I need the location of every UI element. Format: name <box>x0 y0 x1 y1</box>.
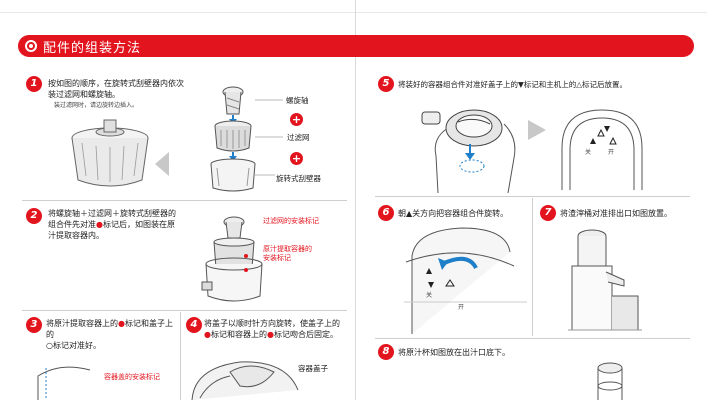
step-3-text: 将原汁提取容器上的●标记和盖子上的 ○标记对准好。 <box>46 318 178 351</box>
step-8-number: 8 <box>378 344 394 360</box>
top-rule <box>0 12 707 13</box>
step-3-text-b: 标记和盖子上的 <box>46 319 173 339</box>
step-4-text-a: 将盖子以顺时针方向旋转，使盖子上的 <box>204 319 340 328</box>
section-header-bar <box>18 35 694 57</box>
step-5-text: 将装好的容器组合件对准好盖子上的▼标记和主机上的△标记后放置。 <box>398 80 628 89</box>
arrow-left-icon <box>155 152 169 176</box>
arrow-right-icon <box>528 120 546 140</box>
step-1-number: 1 <box>26 76 42 92</box>
label-lid: 容器盖子 <box>298 364 328 373</box>
step-7-text: 将渣滓桶对准排出口如图放置。 <box>560 209 672 218</box>
container-assembly-illustration <box>201 216 263 302</box>
alignment-mark-detail <box>561 109 643 190</box>
label-open: 开 <box>608 149 615 156</box>
page-fold-divider <box>355 0 356 400</box>
juice-cup-illustration <box>597 362 623 400</box>
label-container-mark-line1: 原汁提取容器的 <box>263 245 312 253</box>
step-2-text-b: 标记后，如图装在原汁提取容器内。 <box>48 220 175 240</box>
step-1-note: 装过滤网时，请边旋转边插入。 <box>54 102 139 109</box>
plus-icon: + <box>290 152 303 165</box>
step-3-text-c: 标记对准好。 <box>52 341 101 350</box>
step-6-text: 朝▲关方向把容器组合件旋转。 <box>398 209 509 218</box>
divider <box>532 198 533 336</box>
step-2-number: 2 <box>26 208 42 224</box>
assembled-filter-illustration <box>71 119 149 187</box>
divider <box>22 200 347 201</box>
target-icon <box>25 40 37 52</box>
lid-alignment-illustration <box>37 366 91 400</box>
step-1-text: 按如图的顺序，在旋转式刮壁器内依次装过滤网和螺旋轴。 <box>48 79 184 99</box>
label-container-mark-line2: 安装标记 <box>263 254 291 262</box>
section-title: 配件的组装方法 <box>43 41 142 56</box>
open-circle-mark-icon: ○ <box>46 341 53 350</box>
divider <box>375 338 690 339</box>
red-dot-mark-icon: ● <box>96 220 103 229</box>
plus-icon: + <box>290 113 303 126</box>
step-7-number: 7 <box>540 205 556 221</box>
step-3-text-a: 将原汁提取容器上的 <box>46 319 118 328</box>
label-rotating-wiper: 旋转式刮壁器 <box>276 174 321 183</box>
step-6-number: 6 <box>378 205 394 221</box>
step-4-text: 将盖子以顺时针方向旋转，使盖子上的●标记和容器上的●标记吻合后固定。 <box>204 318 349 340</box>
red-dot-mark-icon: ● <box>204 330 211 339</box>
divider <box>22 310 347 311</box>
step-2-text-a: 将螺旋轴＋过滤网＋旋转式刮壁器的组合件先对准 <box>48 209 176 229</box>
exploded-parts-illustration <box>210 86 256 192</box>
red-dot-mark-icon: ● <box>266 330 274 339</box>
label-filter-mark: 过滤网的安装标记 <box>263 217 319 225</box>
label-filter: 过滤网 <box>287 133 310 142</box>
leader-lines <box>255 99 283 176</box>
label-close: 关 <box>426 292 433 299</box>
divider <box>180 312 181 400</box>
step-5-number: 5 <box>378 76 394 92</box>
red-dot-mark-icon: ● <box>118 319 125 328</box>
pulp-bin-illustration <box>568 229 642 331</box>
rotate-container-illustration <box>404 227 527 334</box>
label-open: 开 <box>458 304 465 311</box>
label-close: 关 <box>585 149 592 156</box>
step-4-number: 4 <box>186 317 202 333</box>
step-4-text-c: 标记吻合后固定。 <box>273 330 338 339</box>
step-4-text-b: 标记和容器上的 <box>210 330 267 339</box>
step-2-text: 将螺旋轴＋过滤网＋旋转式刮壁器的组合件先对准●标记后，如图装在原汁提取容器内。 <box>48 208 180 241</box>
divider <box>375 196 690 197</box>
label-lid-mark: 容器盖的安装标记 <box>104 373 160 381</box>
main-unit-top-illustration <box>421 109 516 194</box>
step-3-number: 3 <box>26 317 42 333</box>
lid-rotation-illustration <box>191 361 299 400</box>
step-8-text: 将原汁杯如图放在出汁口底下。 <box>398 348 510 357</box>
label-screw-shaft: 螺旋轴 <box>286 96 309 105</box>
